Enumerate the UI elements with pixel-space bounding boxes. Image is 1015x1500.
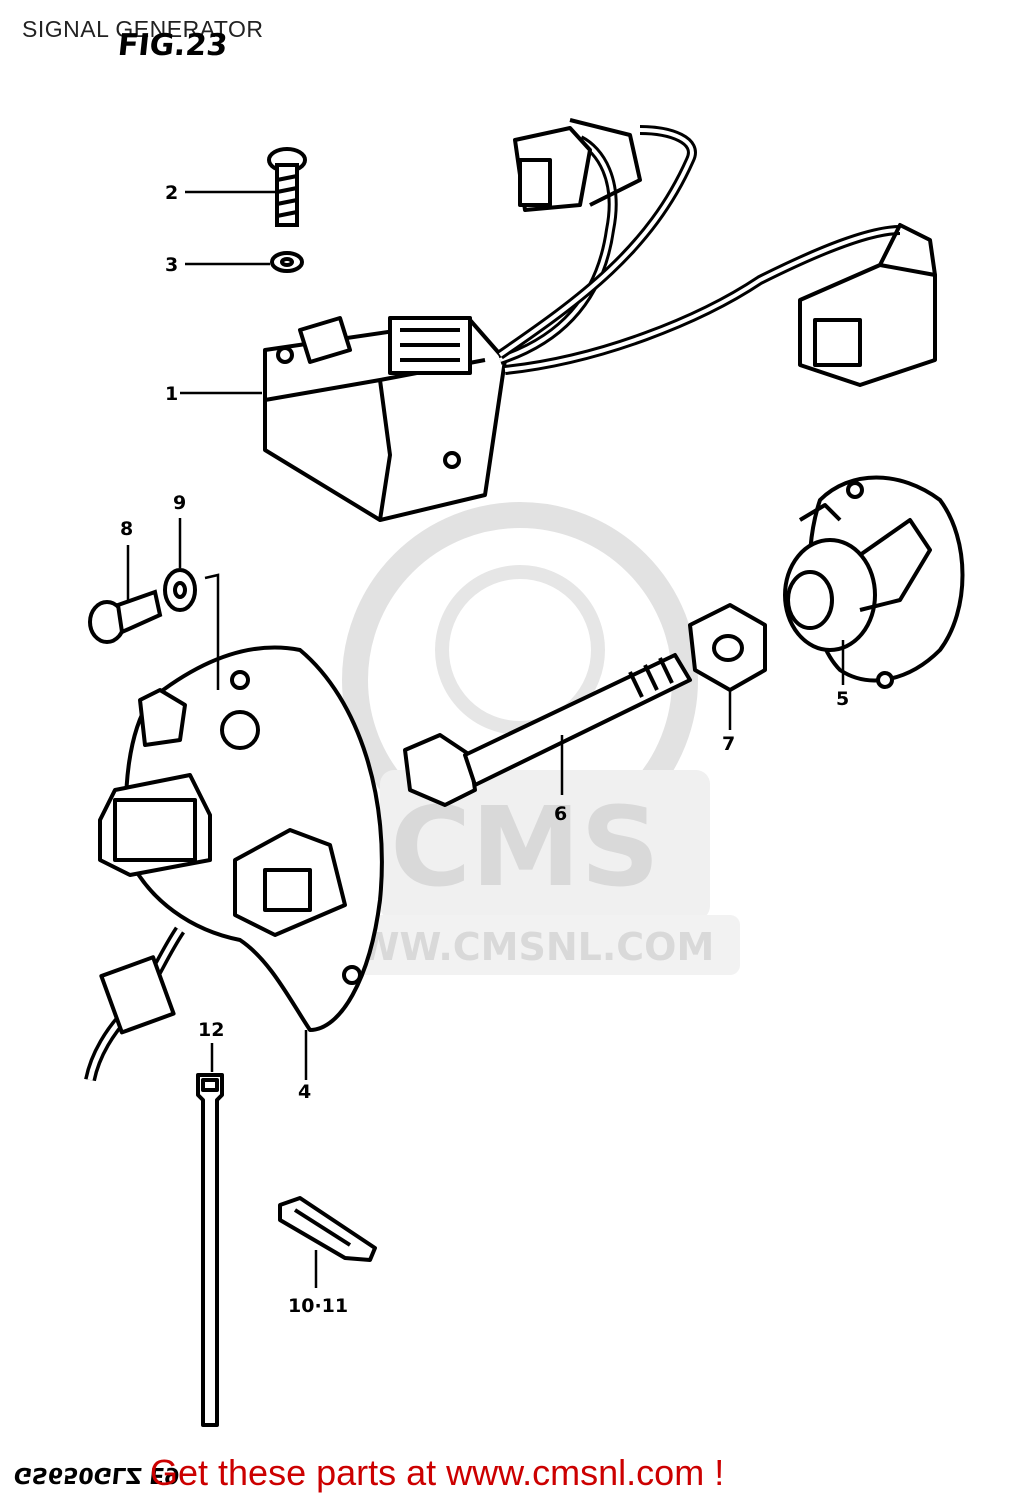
callout-1: 1	[165, 383, 178, 405]
part-12-cable-tie[interactable]	[196, 1073, 224, 1427]
callout-7: 7	[722, 733, 735, 755]
part-3-washer[interactable]	[270, 251, 304, 273]
part-2-screw[interactable]	[267, 147, 307, 227]
leader-lines	[126, 190, 845, 1288]
watermark: CMS WWW.CMSNL.COM	[290, 502, 740, 975]
callout-3: 3	[165, 254, 178, 276]
footer-cta-link[interactable]: Get these parts at www.cmsnl.com !	[150, 1452, 725, 1493]
callout-12: 12	[198, 1019, 224, 1041]
part-9-washer-small[interactable]	[163, 568, 197, 612]
callout-5: 5	[836, 688, 849, 710]
callout-8: 8	[120, 518, 133, 540]
callout-9: 9	[173, 492, 186, 514]
part-4-pickup-plate[interactable]	[84, 645, 384, 1082]
part-1-signal-generator[interactable]	[263, 118, 937, 522]
callout-4: 4	[298, 1081, 311, 1103]
part-5-advancer[interactable]	[783, 475, 965, 689]
callout-6: 6	[554, 803, 567, 825]
watermark-brand: CMS	[390, 783, 659, 911]
part-8-screw-small[interactable]	[88, 589, 163, 644]
page-title: SIGNAL GENERATOR	[22, 16, 264, 42]
callout-2: 2	[165, 182, 178, 204]
callout-10-11: 10·11	[288, 1295, 348, 1317]
part-6-bolt[interactable]	[403, 653, 692, 807]
part-7-nut[interactable]	[688, 603, 767, 692]
part-10-11-clamp[interactable]	[278, 1196, 377, 1262]
callouts: 2 3 1 8 9 5 6 7 4 12 10·11	[120, 182, 849, 1317]
watermark-url: WWW.CMSNL.COM	[316, 925, 715, 969]
